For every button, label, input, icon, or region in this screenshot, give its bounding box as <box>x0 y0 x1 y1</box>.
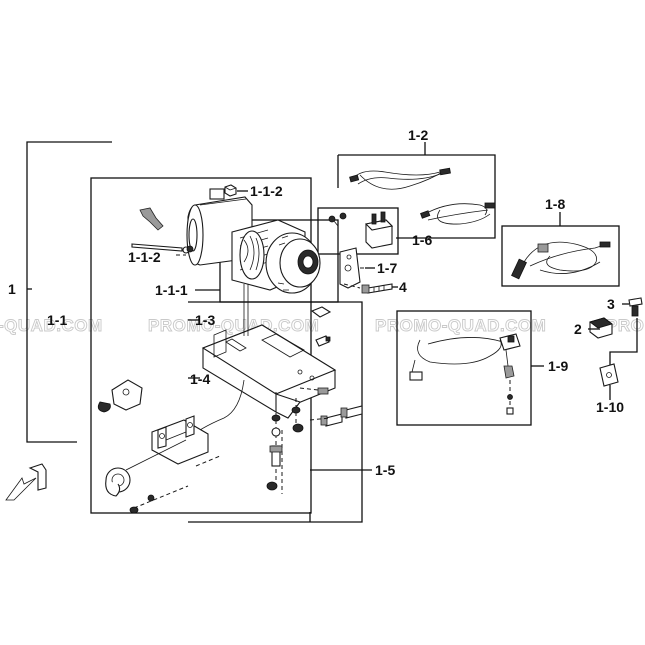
watermark-mid: PROMO-QUAD.COM <box>148 316 319 335</box>
wiring-harness-1-9 <box>409 333 521 415</box>
watermark-edge: PRO <box>606 316 644 335</box>
callout-4: 4 <box>399 279 407 295</box>
connector-2 <box>589 317 613 339</box>
box-1-9 <box>396 310 532 426</box>
watermark-left: -QUAD.COM <box>0 316 103 335</box>
callout-1-6: 1-6 <box>412 232 432 248</box>
callout-leaders <box>188 190 629 379</box>
bumper-bracket <box>5 463 47 501</box>
callout-1-3: 1-3 <box>195 312 215 328</box>
bolt-3 <box>628 297 643 317</box>
callout-1-5: 1-5 <box>375 462 395 478</box>
wiring-harness-1-8 <box>511 241 611 280</box>
watermark-right: PROMO-QUAD.COM <box>375 316 546 335</box>
roller-fairlead <box>151 415 209 465</box>
rocker-switch-1-6 <box>328 211 394 249</box>
winch-hook <box>105 439 187 497</box>
bolt-4 <box>361 283 393 294</box>
callout-1-1-2-left: 1-1-2 <box>128 249 161 265</box>
clip-and-strap <box>131 207 194 254</box>
callout-1-1-1: 1-1-1 <box>155 282 188 298</box>
bracket-1-7 <box>339 247 361 289</box>
callout-1-2: 1-2 <box>408 127 428 143</box>
hook-strap <box>97 379 143 413</box>
fairlead-fasteners <box>129 455 221 514</box>
box-1-2 <box>338 154 496 239</box>
mounting-plate <box>201 324 337 419</box>
callout-2: 2 <box>574 321 582 337</box>
nut-1-1-2-top <box>224 184 237 197</box>
bracket-1-10 <box>609 318 638 372</box>
callout-1-4: 1-4 <box>190 371 210 387</box>
box-1-1 <box>90 177 312 514</box>
box-1-6 <box>317 207 399 255</box>
bracket-1 <box>26 141 112 443</box>
winch-gear-housing <box>265 232 321 294</box>
callout-1-9: 1-9 <box>548 358 568 374</box>
callout-1-8: 1-8 <box>545 196 565 212</box>
callout-1-7: 1-7 <box>377 260 397 276</box>
plate-bolts-vertical <box>266 387 329 494</box>
callout-1-10: 1-10 <box>596 399 624 415</box>
callout-1-1: 1-1 <box>47 312 67 328</box>
rubber-pad <box>310 306 332 318</box>
plate-bolts-right <box>309 405 363 427</box>
bracket-1-10-part <box>599 363 619 387</box>
battery-cables <box>349 167 496 225</box>
callout-1: 1 <box>8 281 16 297</box>
callout-1-1-2-top: 1-1-2 <box>250 183 283 199</box>
callout-3: 3 <box>607 296 615 312</box>
